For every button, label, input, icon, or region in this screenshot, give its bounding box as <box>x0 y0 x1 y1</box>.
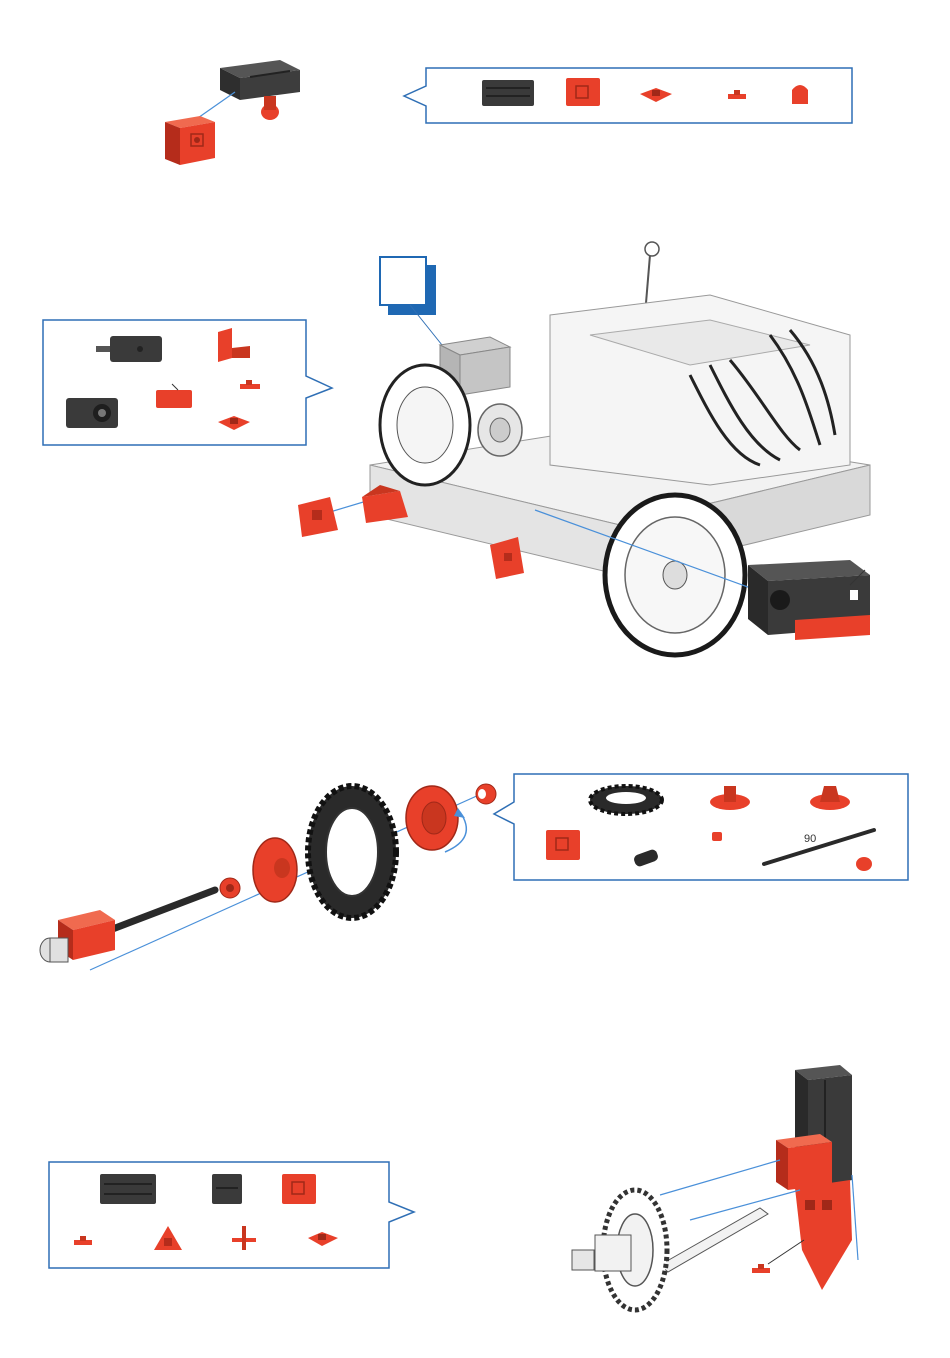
pulley-icon <box>478 404 522 456</box>
axle-length-label: 90 <box>804 833 816 845</box>
red-connector-icon <box>261 96 279 120</box>
red-angle-block-left-icon <box>298 497 338 537</box>
red-block-part-icon <box>282 1174 316 1204</box>
step-4-parts-box <box>46 1160 420 1272</box>
red-connector-icon <box>752 1264 770 1273</box>
axle-icon <box>110 890 215 930</box>
red-block-part-icon <box>566 78 600 106</box>
black-block-15-part-icon <box>212 1174 242 1204</box>
red-collar-part-icon <box>856 857 872 871</box>
red-angle-block-part-icon <box>792 85 808 104</box>
axle-icon <box>660 1208 768 1272</box>
black-block-30-part-icon <box>100 1174 156 1204</box>
gear-motor-icon <box>66 398 118 428</box>
step-3-assembly <box>30 770 510 1000</box>
red-building-block-icon <box>165 116 215 165</box>
rear-wheel-icon <box>380 365 470 485</box>
step-1-assembly <box>155 50 305 190</box>
gear-motor-icon <box>748 560 870 640</box>
white-block-with-shaft-icon <box>572 1235 631 1271</box>
step-4-assembly <box>540 1060 880 1330</box>
red-block-with-shaft-icon <box>40 910 115 962</box>
model-assembly <box>290 235 890 685</box>
red-block-part-icon <box>546 830 580 860</box>
red-hub-nut-icon <box>406 786 458 850</box>
black-block-part-icon <box>482 80 534 106</box>
red-hub-collet-icon <box>253 838 297 902</box>
red-collar-icon <box>220 878 240 898</box>
red-clip-part-icon <box>712 832 722 841</box>
gear-wheel-part-icon <box>590 786 662 814</box>
front-wheel-icon <box>605 495 745 655</box>
black-gear-wheel-icon <box>308 786 396 918</box>
step-3-parts-box: 90 <box>490 772 912 884</box>
step-1-parts-box <box>400 66 856 126</box>
